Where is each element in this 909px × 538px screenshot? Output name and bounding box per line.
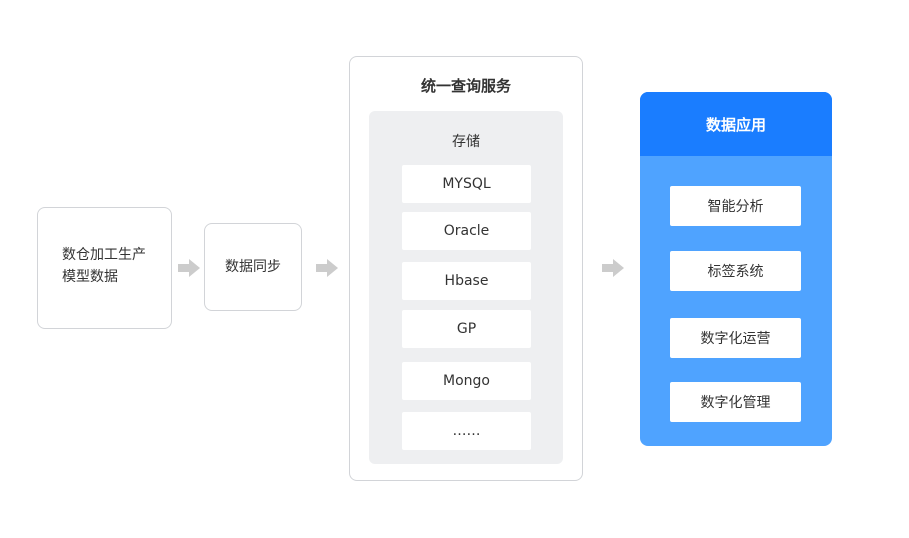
applications-title: 数据应用 [640, 92, 832, 156]
storage-title: 存储 [452, 134, 480, 150]
storage-item-hbase: Hbase [402, 262, 531, 300]
storage-item-gp: GP [402, 310, 531, 348]
app-item-intelligent-analysis: 智能分析 [670, 186, 801, 226]
storage-panel: 存储 MYSQL Oracle Hbase GP Mongo …… [369, 111, 563, 464]
source-label-line2: 模型数据 [62, 269, 118, 285]
arrow-right-icon [316, 259, 338, 277]
query-service-box: 统一查询服务 存储 MYSQL Oracle Hbase GP Mongo …… [349, 56, 583, 481]
arrow-right-icon [602, 259, 624, 277]
storage-item-mysql: MYSQL [402, 165, 531, 203]
arrow-right-icon [178, 259, 200, 277]
source-label: 数仓加工生产 模型数据 [62, 244, 172, 288]
app-item-digital-operations: 数字化运营 [670, 318, 801, 358]
storage-item-mongo: Mongo [402, 362, 531, 400]
applications-panel: 数据应用 智能分析 标签系统 数字化运营 数字化管理 [640, 92, 832, 446]
source-box: 数仓加工生产 模型数据 [37, 207, 172, 329]
query-service-title: 统一查询服务 [420, 77, 511, 95]
sync-box: 数据同步 [204, 223, 302, 311]
storage-item-more: …… [402, 412, 531, 450]
app-item-digital-management: 数字化管理 [670, 382, 801, 422]
app-item-tag-system: 标签系统 [670, 251, 801, 291]
source-label-line1: 数仓加工生产 [62, 247, 146, 263]
sync-label: 数据同步 [225, 259, 281, 275]
storage-item-oracle: Oracle [402, 212, 531, 250]
